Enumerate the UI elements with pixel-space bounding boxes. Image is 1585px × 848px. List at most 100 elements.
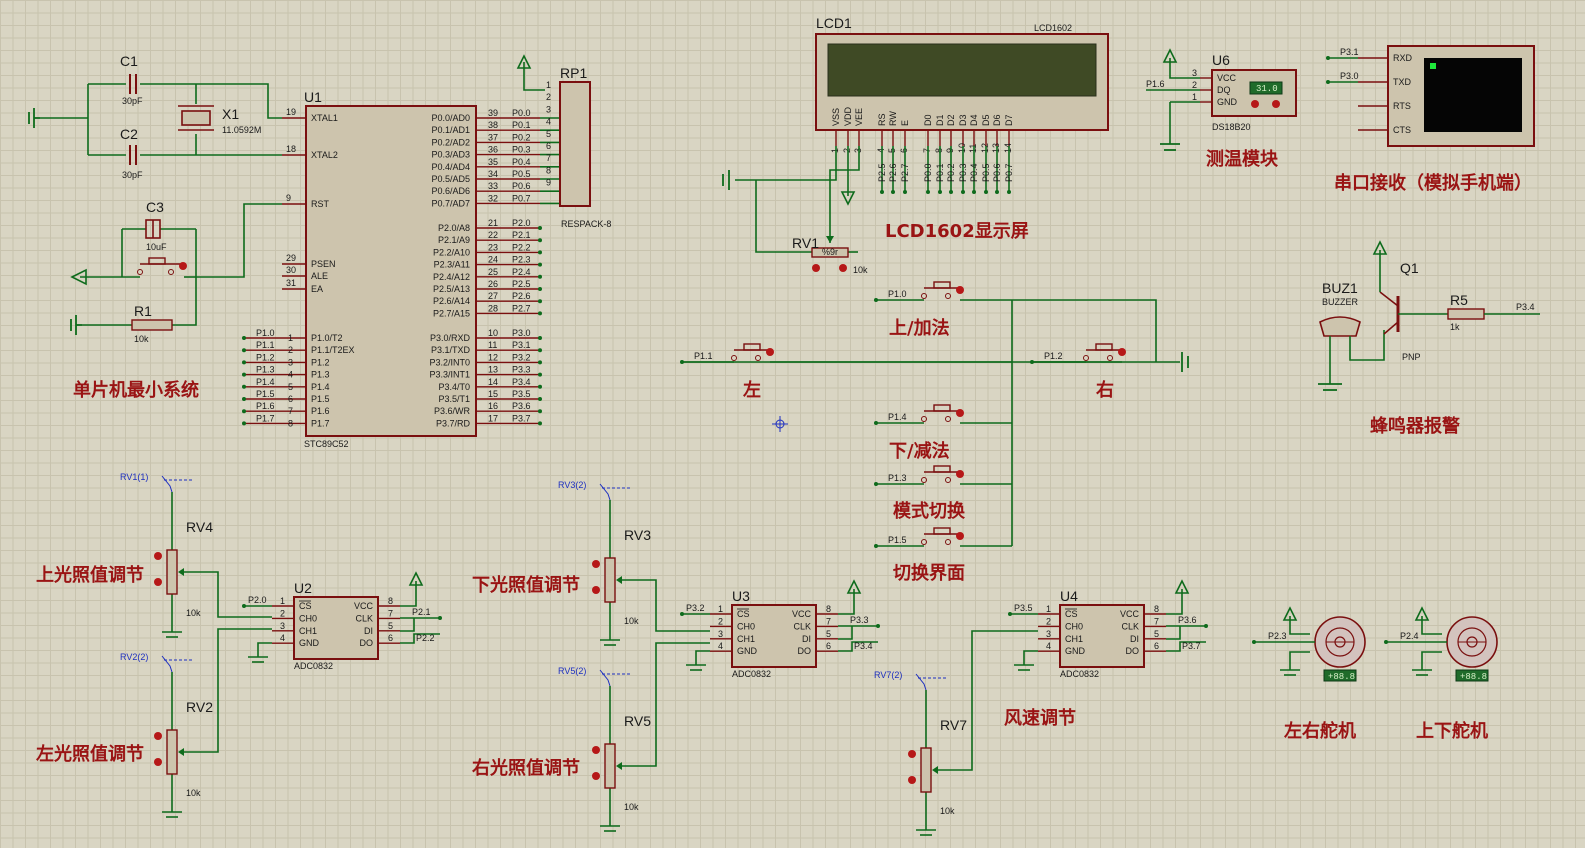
adc-pin-name: CS <box>737 609 750 619</box>
u1-pin-num: 5 <box>288 382 293 392</box>
u6-pin-num: 3 <box>1192 68 1197 78</box>
adc-pin-name: VCC <box>1120 609 1140 619</box>
u1-pin-name: P2.1/A9 <box>438 235 470 245</box>
u1-net-label: P1.7 <box>256 413 275 423</box>
section-temp: 测温模块 <box>1206 148 1279 170</box>
u1-pin-num: 14 <box>488 377 498 387</box>
servo2-motor[interactable]: +88.8P2.4 <box>1384 606 1498 682</box>
button-net-label: P1.1 <box>694 351 713 361</box>
u1-pin-name: P3.3/INT1 <box>429 370 470 380</box>
rp1-pack[interactable] <box>559 81 591 207</box>
pushbutton-mode[interactable]: P1.3 <box>874 465 1012 486</box>
u1-pin-num: 33 <box>488 181 498 191</box>
adc-net-label: P3.2 <box>686 603 705 613</box>
u1-pin-num: 26 <box>488 279 498 289</box>
u1-pin-num: 18 <box>286 144 296 154</box>
servo-net-label: P2.3 <box>1268 631 1287 641</box>
u1-net-label: P1.3 <box>256 365 275 375</box>
probe-label: RV5(2) <box>558 666 586 676</box>
adc-pin-name: DI <box>364 626 373 636</box>
adc-pin-num: 1 <box>1046 604 1051 614</box>
adc-pin-name: DO <box>360 638 374 648</box>
u1-pin-name: P1.4 <box>311 382 330 392</box>
pot-ref: RV7 <box>940 717 967 733</box>
u2-part: ADC0832 <box>294 661 333 671</box>
u6-pin-num: 2 <box>1192 80 1197 90</box>
pushbutton-left[interactable]: P1.1 <box>680 343 1012 364</box>
u1-pin-num: 23 <box>488 242 498 252</box>
section-right: 右 <box>1096 379 1114 401</box>
pot-ref: RV4 <box>186 519 213 535</box>
section-lcd: LCD1602显示屏 <box>885 221 1029 242</box>
pushbutton-down[interactable]: P1.4 <box>874 404 1012 425</box>
lcd-net-label: P2.5 <box>877 163 887 182</box>
terminal-screen[interactable] <box>1424 58 1522 132</box>
lcd-net-label: P0.3 <box>958 163 968 182</box>
lcd-net-label: P0.0 <box>923 163 933 182</box>
u6-pin-name: VCC <box>1217 73 1237 83</box>
u1-pin-num: 37 <box>488 132 498 142</box>
u1-net-label: P0.2 <box>512 132 531 142</box>
x1-value: 11.0592M <box>222 125 261 135</box>
adc-pin-name: CS <box>1065 609 1078 619</box>
section-wind: 风速调节 <box>1004 707 1076 729</box>
pushbutton-screen[interactable]: P1.5 <box>874 527 1012 548</box>
section-up: 上/加法 <box>889 317 950 339</box>
adc-pin-num: 8 <box>1154 604 1159 614</box>
adc-pin-num: 1 <box>718 604 723 614</box>
u1-pin-num: 31 <box>286 278 296 288</box>
u1-pin-name: P0.3/AD3 <box>431 150 470 160</box>
net-terminal <box>538 348 542 353</box>
u1-pin-name: P3.6/WR <box>434 406 471 416</box>
button-net-label: P1.3 <box>888 473 907 483</box>
lcd-pin-num: 8 <box>934 148 944 153</box>
servo1-motor[interactable]: +88.8P2.3 <box>1252 606 1366 682</box>
u1-pin-name: P0.5/AD5 <box>431 174 470 184</box>
lcd-pin-num: 1 <box>830 148 840 153</box>
ground-icon <box>722 170 730 190</box>
pot-ref: RV5 <box>624 713 651 729</box>
u1-pin-name: XTAL2 <box>311 150 338 160</box>
adc-pin-name: CH1 <box>1065 634 1083 644</box>
net-terminal <box>538 384 542 389</box>
adc-pin-name: CLK <box>355 613 373 623</box>
u1-pin-name: P2.6/A14 <box>433 296 470 306</box>
u1-net-label: P0.5 <box>512 169 531 179</box>
pushbutton-up[interactable]: P1.0 <box>874 281 1012 302</box>
button-net-label: P1.2 <box>1044 351 1063 361</box>
section-down: 下/减法 <box>889 440 950 462</box>
c2-ref: C2 <box>120 126 138 142</box>
net-terminal <box>538 226 542 230</box>
x1-ref: X1 <box>222 106 239 122</box>
pushbutton-right[interactable]: P1.2 <box>1012 343 1126 364</box>
net-terminal <box>538 250 542 255</box>
u1-part: STC89C52 <box>304 439 349 449</box>
lcd-net-label: P2.6 <box>888 163 898 182</box>
u6-ref: U6 <box>1212 52 1230 68</box>
lcd-net-label: P0.4 <box>969 163 979 182</box>
u1-chip[interactable] <box>305 105 477 437</box>
u1-pin-name: P0.4/AD4 <box>431 162 470 172</box>
c3-ref: C3 <box>146 199 164 215</box>
net-terminal <box>538 299 542 304</box>
lcd-pin-num: 9 <box>945 148 955 153</box>
u1-pin-num: 30 <box>286 265 296 275</box>
q1-ref: Q1 <box>1400 260 1419 276</box>
adc-net-label: P3.5 <box>1014 603 1033 613</box>
adc-pin-num: 2 <box>1046 616 1051 626</box>
lcd-pin-name: D6 <box>992 114 1002 126</box>
adc-pin-num: 7 <box>1154 616 1159 626</box>
u1-pin-num: 34 <box>488 169 498 179</box>
lcd-net-label: P0.6 <box>992 163 1002 182</box>
